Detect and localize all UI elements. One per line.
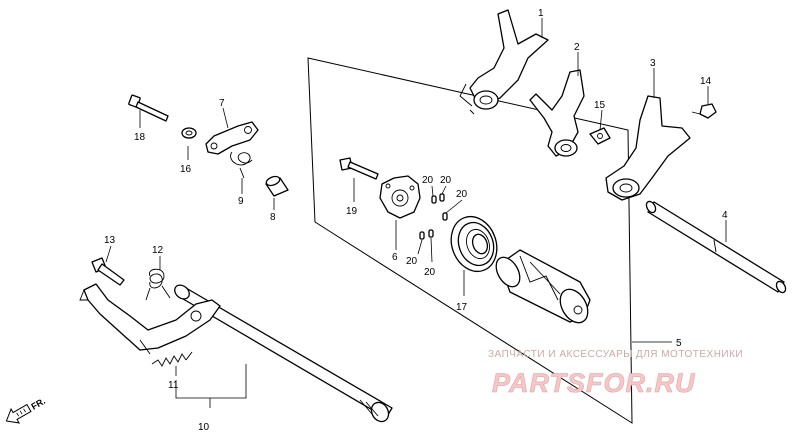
return-spring-11 xyxy=(151,351,193,367)
gearshift-arm xyxy=(79,283,221,355)
bolt-18 xyxy=(128,94,169,122)
callout-15: 15 xyxy=(594,100,606,111)
dowel-pins-20 xyxy=(419,193,448,240)
assembly-boundary xyxy=(307,57,633,424)
callout-20-c: 20 xyxy=(456,189,468,200)
callout-4: 4 xyxy=(722,210,728,221)
callout-20-e: 20 xyxy=(424,267,436,278)
callout-8: 8 xyxy=(270,212,276,223)
return-spring-12 xyxy=(145,268,171,301)
callout-1: 1 xyxy=(538,8,544,19)
callout-20-b: 20 xyxy=(440,175,452,186)
front-direction-marker: FR. xyxy=(5,396,48,424)
callout-6: 6 xyxy=(392,252,398,263)
callout-12: 12 xyxy=(152,245,164,256)
stopper-plate-15 xyxy=(589,127,611,145)
callout-17: 17 xyxy=(456,302,468,313)
spring-9 xyxy=(230,151,253,179)
callout-2: 2 xyxy=(574,42,580,53)
front-label: FR. xyxy=(30,396,48,412)
callout-7: 7 xyxy=(219,98,225,109)
callout-labels: 1 2 3 4 5 6 7 8 9 10 11 12 13 14 15 16 1… xyxy=(104,8,728,433)
front-arrow-icon: FR. xyxy=(5,396,48,424)
washer-16 xyxy=(181,127,197,139)
leader-lines xyxy=(105,18,727,408)
callout-11: 11 xyxy=(168,380,179,391)
callout-13: 13 xyxy=(104,235,116,246)
shift-drum xyxy=(495,249,591,324)
shift-fork-1 xyxy=(459,9,549,115)
callout-14: 14 xyxy=(700,76,712,87)
gearshift-spindle-10 xyxy=(174,284,393,423)
callout-3: 3 xyxy=(650,58,656,69)
bolt-19 xyxy=(339,157,379,180)
callout-18: 18 xyxy=(134,132,146,143)
watermark: ЗАПЧАСТИ И АКСЕССУАРЫ ДЛЯ МОТОТЕХНИКИ PA… xyxy=(488,349,743,398)
callout-9: 9 xyxy=(238,196,244,207)
callout-20-a: 20 xyxy=(422,175,434,186)
callout-20-d: 20 xyxy=(406,256,418,267)
bearing-17 xyxy=(450,215,498,273)
collar-8 xyxy=(265,175,289,197)
drum-center-6 xyxy=(379,175,421,219)
callout-19: 19 xyxy=(346,206,358,217)
watermark-tagline: ЗАПЧАСТИ И АКСЕССУАРЫ ДЛЯ МОТОТЕХНИКИ xyxy=(488,349,743,360)
callout-10: 10 xyxy=(198,422,210,433)
stopper-arm-7 xyxy=(205,121,259,155)
callout-16: 16 xyxy=(180,164,192,175)
bolt-13 xyxy=(91,257,125,286)
watermark-brand: PARTSFOR.RU xyxy=(492,368,696,398)
shift-fork-shaft xyxy=(645,200,787,294)
shift-fork-2 xyxy=(529,69,585,157)
callout-5: 5 xyxy=(676,338,682,349)
shift-fork-3 xyxy=(605,95,691,201)
bolt-14 xyxy=(691,103,717,119)
